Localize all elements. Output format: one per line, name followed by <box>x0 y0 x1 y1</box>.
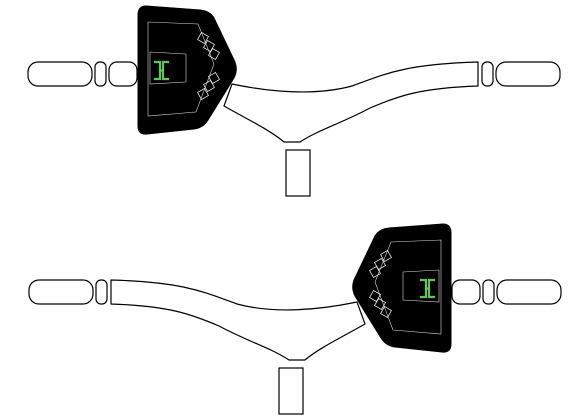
variant-display-right <box>27 222 563 416</box>
variant-display-left <box>26 4 562 198</box>
